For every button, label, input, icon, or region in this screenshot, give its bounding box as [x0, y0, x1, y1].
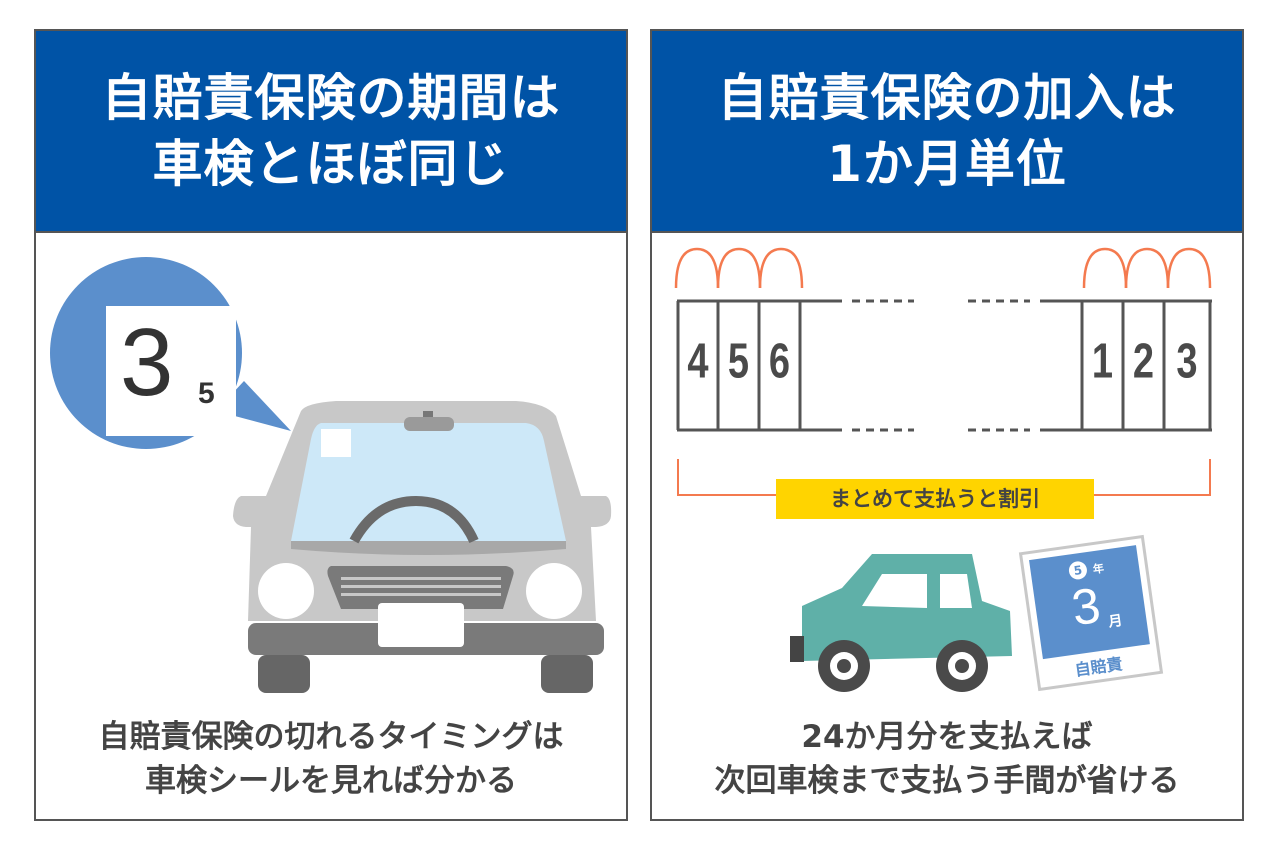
month-cell: 1: [1091, 334, 1114, 390]
month-cell: 4: [687, 334, 709, 390]
front-car-icon: [50, 257, 612, 693]
month-cell: 5: [727, 334, 750, 390]
sticker-month-unit: 月: [1107, 612, 1124, 631]
left-caption: 自賠責保険の切れるタイミングは 車検シールを見れば分かる: [36, 715, 626, 803]
right-panel: 自賠責保険の加入は 1か月単位: [650, 29, 1244, 821]
right-caption-line-2: 次回車検まで支払う手間が省ける: [714, 763, 1180, 799]
right-header: 自賠責保険の加入は 1か月単位: [652, 31, 1242, 233]
left-header: 自賠責保険の期間は 車検とほぼ同じ: [36, 31, 626, 233]
month-cell: 3: [1176, 334, 1198, 390]
insurance-sticker: 5 年 3 月 自賠責: [1018, 534, 1164, 692]
left-caption-line-2: 車検シールを見れば分かる: [145, 763, 517, 799]
sticker-month: 3: [1068, 576, 1104, 637]
left-title-line-1: 自賠責保険の期間は: [101, 69, 561, 127]
left-caption-line-1: 自賠責保険の切れるタイミングは: [98, 719, 564, 755]
inspection-sticker: 3 5: [106, 306, 236, 436]
side-car-icon: [790, 554, 1012, 692]
month-cell: 6: [768, 334, 791, 390]
month-timeline: [674, 247, 1212, 496]
right-title-line-1: 自賠責保険の加入は: [717, 69, 1177, 127]
discount-label: まとめて支払うと割引: [776, 479, 1094, 519]
left-panel: 自賠責保険の期間は 車検とほぼ同じ 3: [34, 29, 628, 821]
right-title-line-2: 1か月単位: [827, 135, 1067, 193]
sticker-year: 5: [198, 377, 215, 410]
right-caption-line-1: 24か月分を支払えば: [801, 719, 1093, 755]
months-left: 4 5 6: [678, 335, 800, 390]
right-caption: 24か月分を支払えば 次回車検まで支払う手間が省ける: [652, 715, 1242, 803]
month-cell: 2: [1132, 334, 1155, 390]
sticker-month: 3: [120, 309, 174, 416]
left-title-line-2: 車検とほぼ同じ: [152, 135, 510, 193]
months-right: 1 2 3: [1082, 335, 1210, 390]
